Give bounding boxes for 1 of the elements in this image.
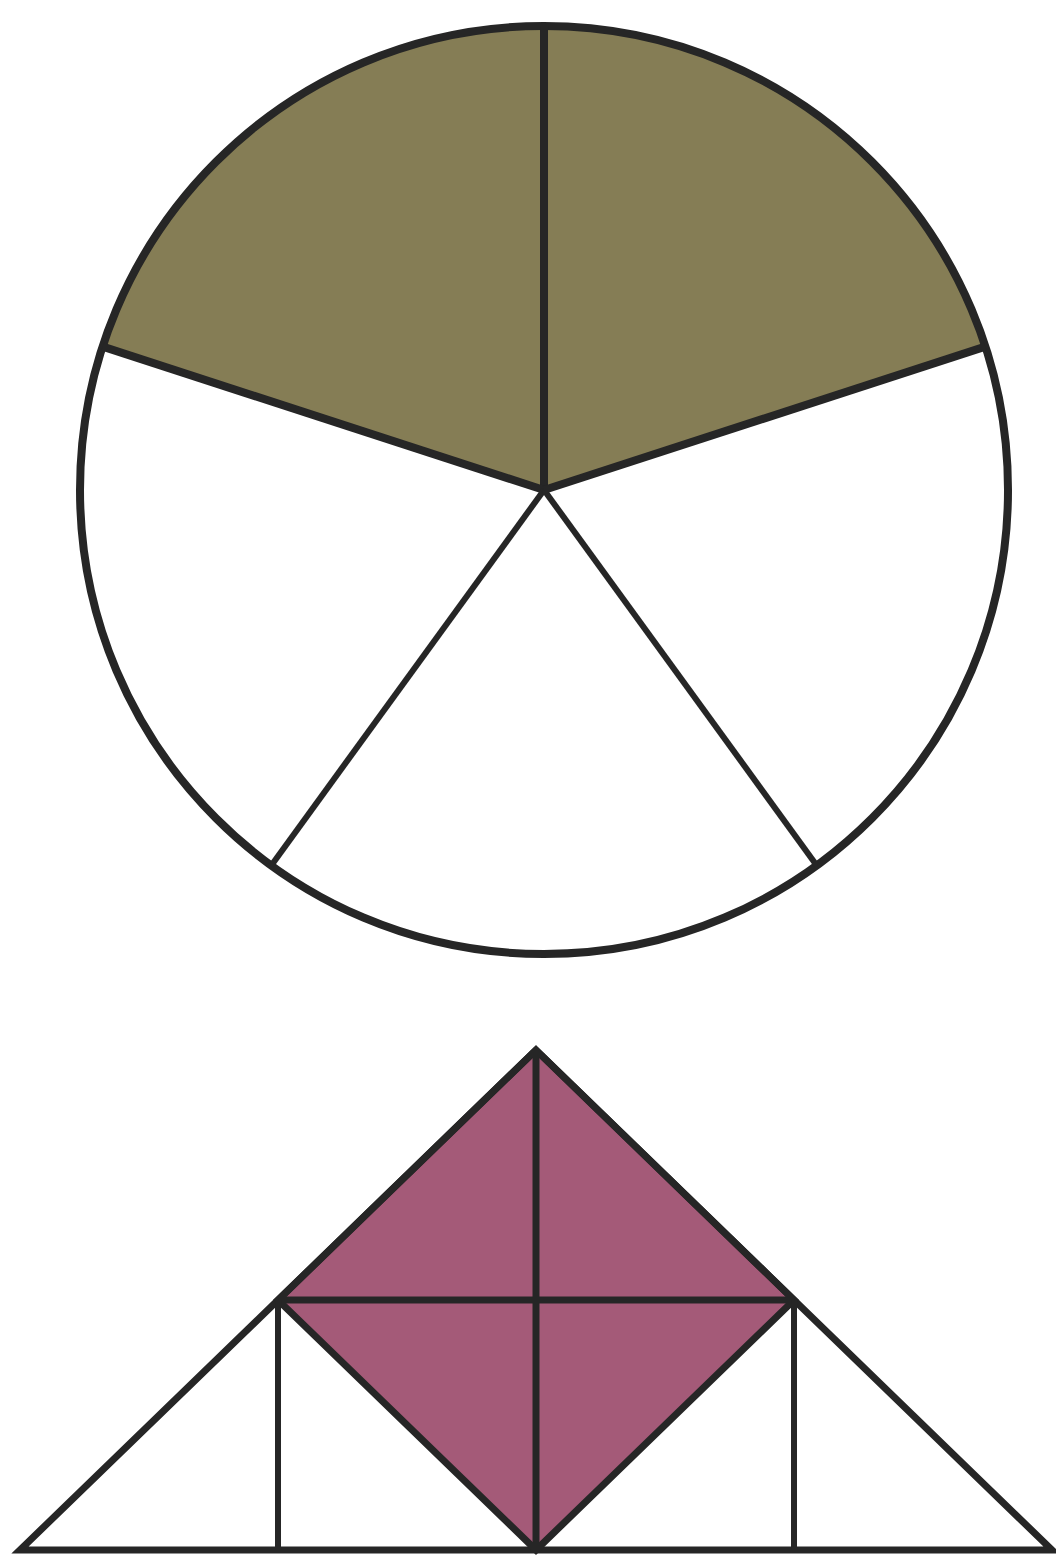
pie-drawing bbox=[76, 22, 1012, 958]
